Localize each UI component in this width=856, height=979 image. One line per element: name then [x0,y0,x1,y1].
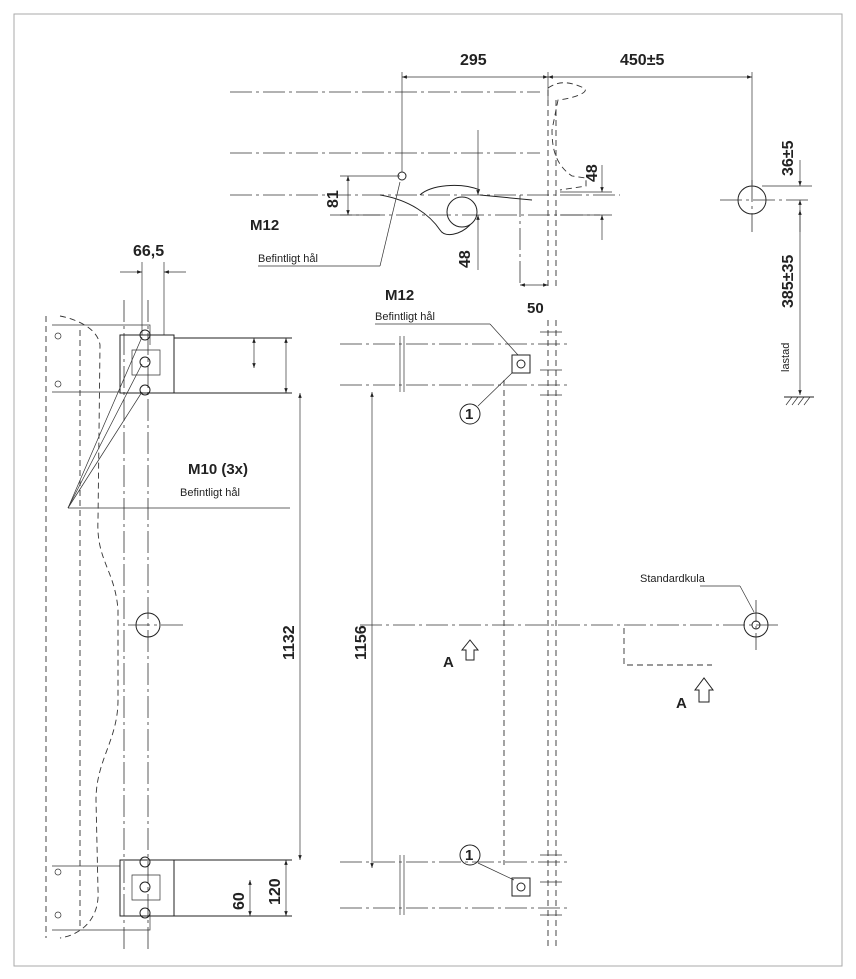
section-a-right: A [676,695,687,712]
dim-120: 120 [267,878,284,905]
lastad-label: lastad [780,343,792,372]
befintligt-m10-label: Befintligt hål [180,487,240,499]
dim-48-below: 48 [457,250,474,268]
dim-385: 385±35 [780,255,797,308]
dim-66-5: 66,5 [133,243,164,260]
befintligt-top-label: Befintligt hål [258,253,318,265]
m10-label: M10 (3x) [188,461,248,478]
dim-60: 60 [231,892,248,910]
dim-1132: 1132 [281,625,298,660]
dim-36: 36±5 [780,140,797,176]
m12-mid-label: M12 [385,287,414,304]
dim-81: 81 [325,190,342,208]
standardkula-label: Standardkula [640,573,706,585]
tow-ball-side [446,196,478,228]
section-a-left: A [443,654,454,671]
dim-48-right: 48 [584,164,601,182]
callout-1-top [459,403,481,425]
drawing-frame [13,13,843,967]
callout-1-top-text: 1 [465,406,473,423]
dim-1156: 1156 [353,625,370,660]
frame-plan-view: 66,5 1132 [45,243,302,950]
callout-1-bottom [459,844,481,866]
callout-1-bottom-text: 1 [465,847,473,864]
bumper-plan-view: M12 Befintligt hål 1156 1 1 A [340,287,780,950]
m12-top-label: M12 [250,217,279,234]
dim-295: 295 [460,52,487,69]
dim-450: 450±5 [620,52,664,69]
befintligt-mid-label: Befintligt hål [375,311,435,323]
dim-50: 50 [527,300,544,317]
side-view: 295 450±5 36±5 385±35 lastad 48 81 [230,52,814,406]
